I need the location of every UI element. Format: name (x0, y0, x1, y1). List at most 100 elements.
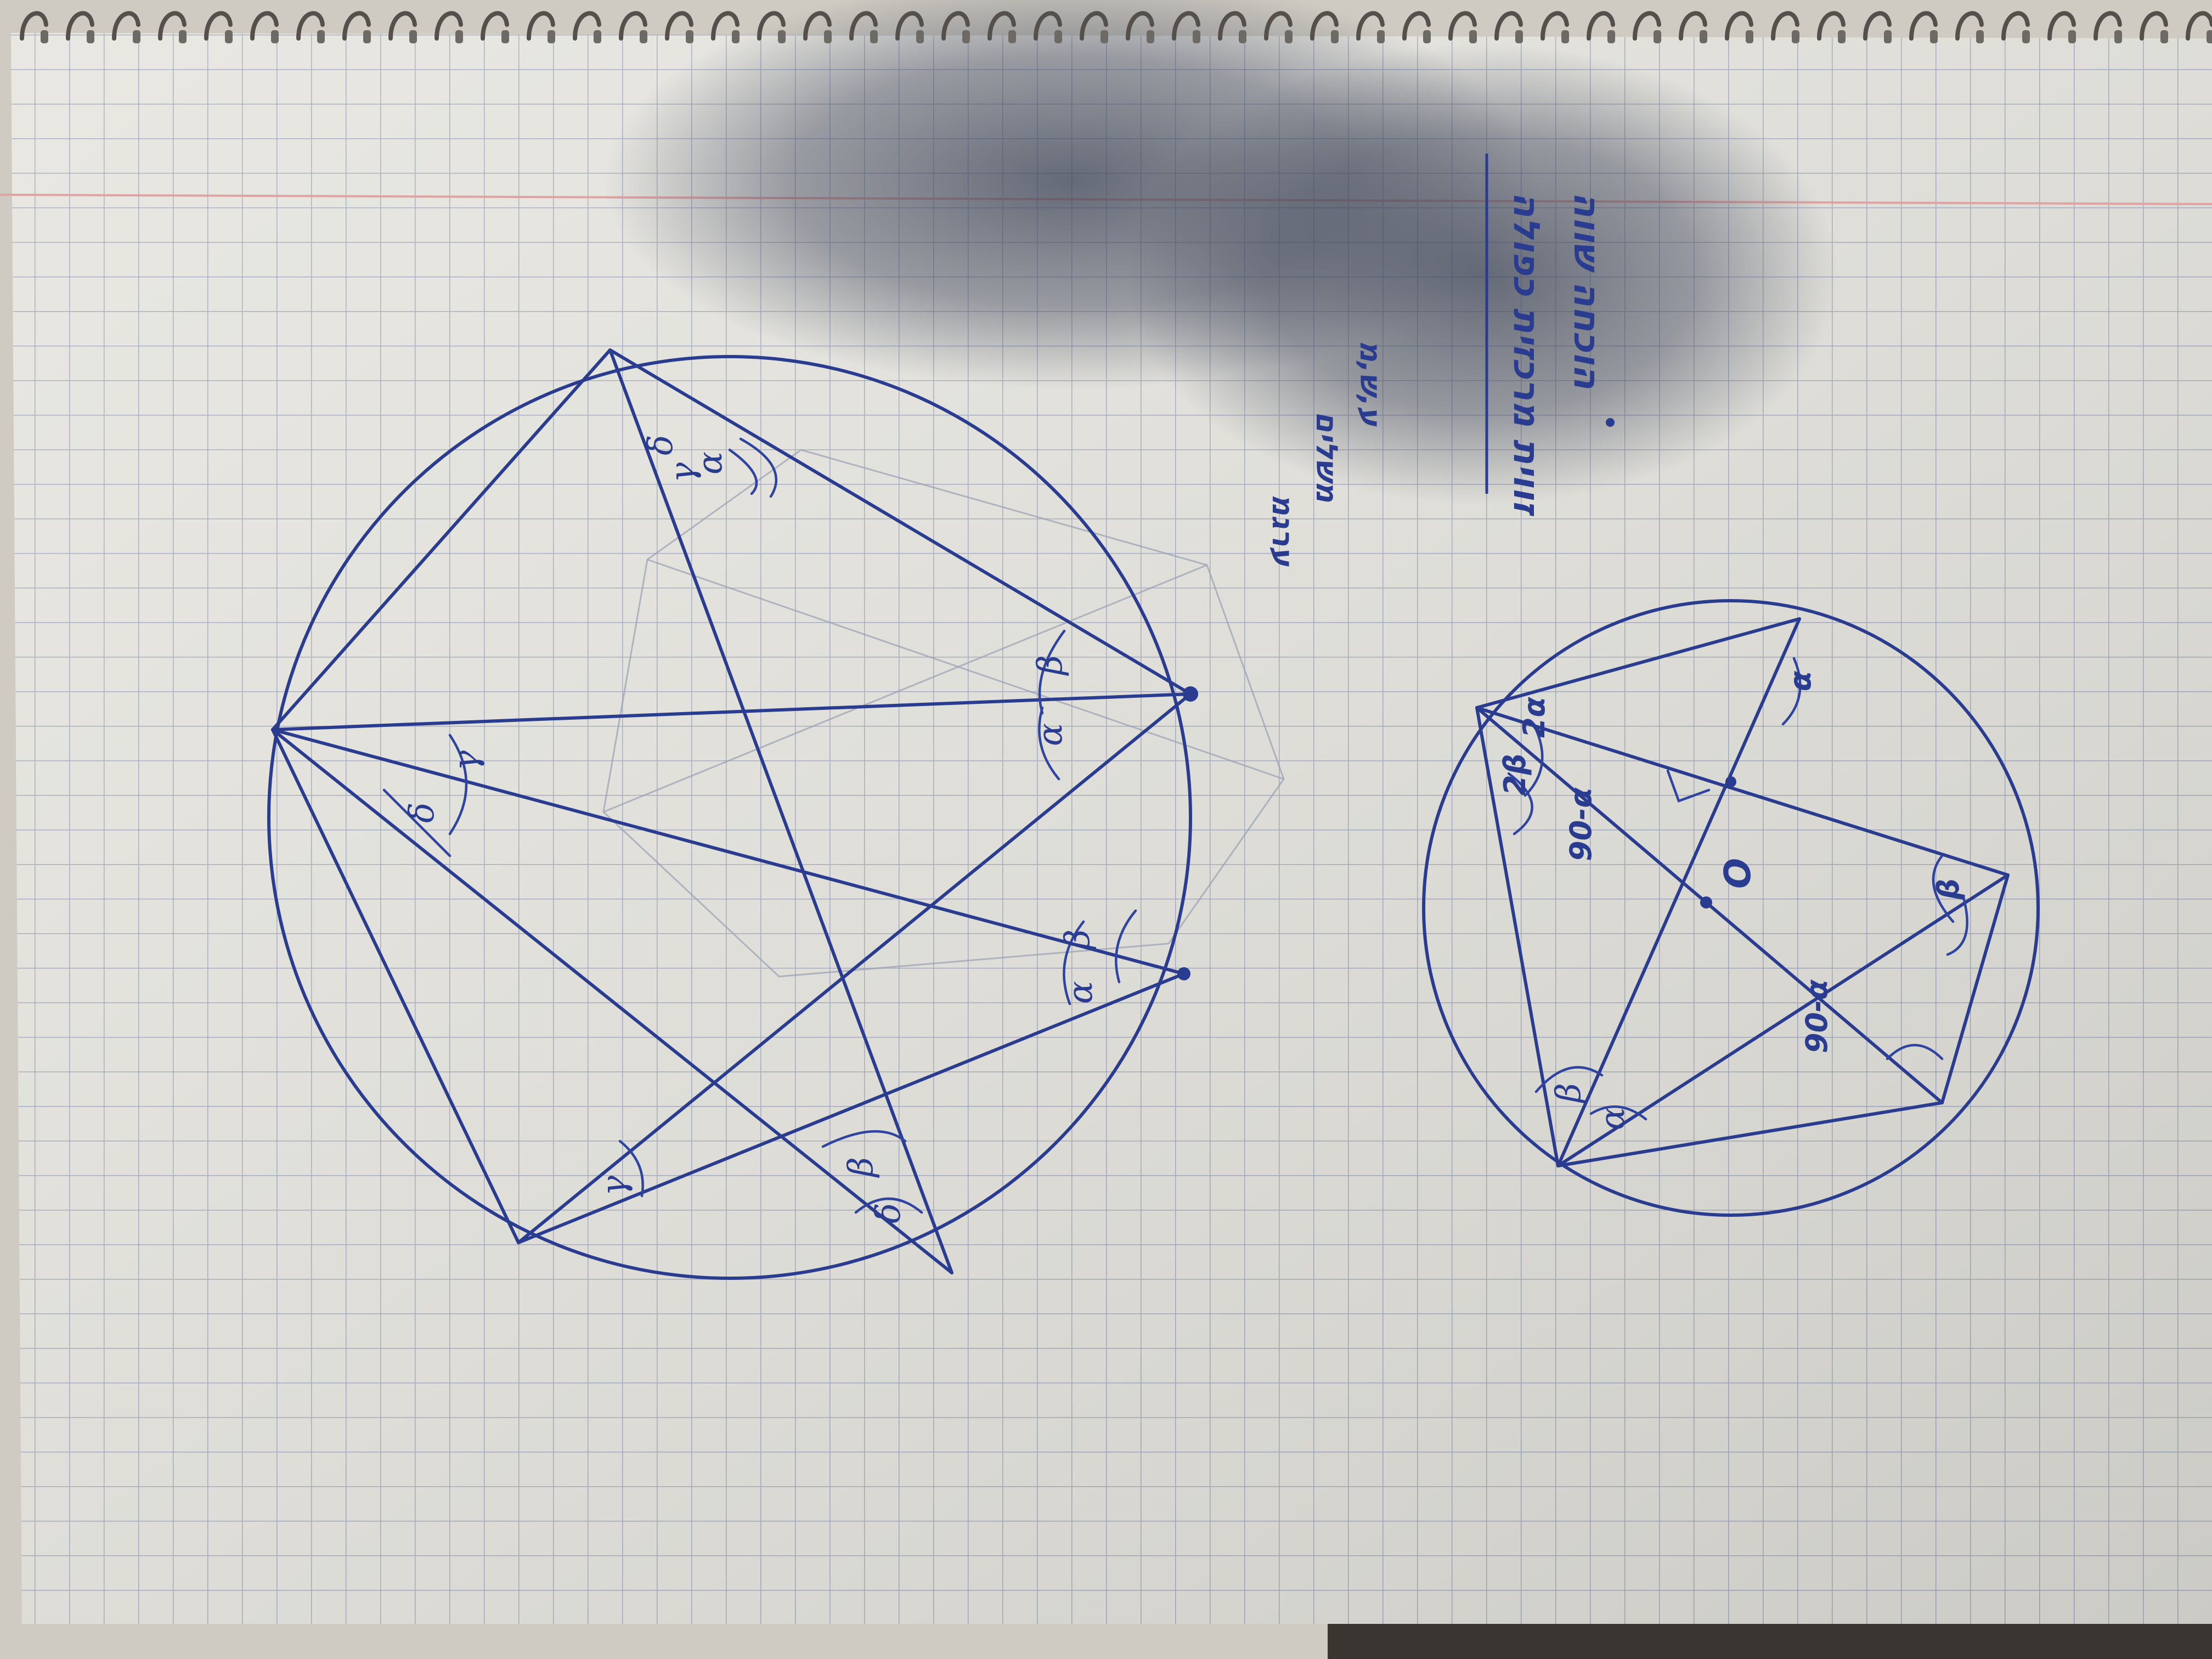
spiral-ring (204, 11, 233, 41)
spiral-ring (1633, 11, 1661, 41)
angle-label: γ (662, 462, 702, 483)
small-circle (1422, 599, 2040, 1217)
spiral-hole (1838, 30, 1846, 43)
spiral-hole (1008, 30, 1016, 43)
angle-label: α (1030, 723, 1070, 746)
spiral-hole (1515, 30, 1523, 43)
angle-label: 90-α (1564, 787, 1598, 861)
note-list-item: ע,ש,מ (1353, 340, 1388, 427)
angle-label: δ (868, 1203, 908, 1223)
spiral-ring (1310, 11, 1339, 41)
spiral-ring (1541, 11, 1569, 41)
angle-label: δ (640, 435, 680, 455)
spiral-hole (87, 30, 94, 43)
angle-label: α (1592, 1107, 1632, 1130)
right-angle-mark (1666, 769, 1711, 803)
spiral-hole (133, 30, 140, 43)
spiral-ring (941, 11, 970, 41)
spiral-hole (1976, 30, 1984, 43)
spiral-hole (1792, 30, 1799, 43)
spiral-ring (481, 11, 509, 41)
angle-label: α (690, 452, 730, 475)
spiral-ring (1679, 11, 1707, 41)
note-title-line2: זווית מרכזית כפולה (1505, 192, 1548, 516)
note-list-item: משלים (1310, 411, 1344, 503)
spiral-ring (2001, 11, 2030, 41)
spiral-ring (250, 11, 279, 41)
spiral-hole (271, 30, 279, 43)
table-edge (1328, 1618, 2212, 1659)
spiral-hole (870, 30, 878, 43)
shadow (1125, 44, 1838, 505)
spiral-ring (2186, 11, 2212, 41)
spiral-ring (1863, 11, 1892, 41)
spiral-ring (1080, 11, 1108, 41)
note-title-line1: הוכחה שווה (1566, 192, 1608, 389)
spiral-hole (824, 30, 832, 43)
spiral-hole (1285, 30, 1293, 43)
spiral-ring (2140, 11, 2168, 41)
vertex-dot (1177, 967, 1190, 980)
spiral-hole (2022, 30, 2030, 43)
spiral-hole (2160, 30, 2168, 43)
angle-label: 2α (1517, 696, 1551, 738)
note-list-item: ערגמ (1266, 494, 1300, 567)
chords (271, 348, 1192, 1274)
spiral-hole (548, 30, 555, 43)
angle-arcs (1507, 657, 1968, 1121)
note-dot (1606, 418, 1615, 427)
spiral-hole (686, 30, 693, 43)
spiral-hole (455, 30, 463, 43)
angle-label: β (840, 1157, 881, 1178)
spiral-ring (849, 11, 878, 41)
spiral-hole (1884, 30, 1892, 43)
angle-label: β (1548, 1083, 1588, 1104)
spiral-hole (778, 30, 786, 43)
spiral-binding (20, 11, 2212, 43)
pencil-line (603, 564, 1207, 813)
spiral-hole (501, 30, 509, 43)
spiral-hole (2114, 30, 2122, 43)
angle-label: β (1030, 655, 1070, 676)
spiral-hole (1193, 30, 1200, 43)
spiral-ring (2094, 11, 2122, 41)
spiral-hole (1746, 30, 1753, 43)
angle-label: β (1057, 929, 1097, 950)
spiral-hole (1469, 30, 1477, 43)
notebook-page (0, 0, 2212, 1624)
spiral-hole (594, 30, 601, 43)
spiral-ring (757, 11, 786, 41)
angle-labels: 2α 2β α β β α 90-α 90-α (1498, 670, 1966, 1130)
spiral-hole (1607, 30, 1615, 43)
spiral-ring (1264, 11, 1293, 41)
spiral-hole (1331, 30, 1339, 43)
spiral-ring (1218, 11, 1246, 41)
spiral-hole (916, 30, 924, 43)
spiral-ring (1817, 11, 1846, 41)
left-figure: α β α β α β γ δ γ δ γ δ (267, 348, 1285, 1280)
angle-label: γ (445, 750, 486, 771)
spiral-ring (1494, 11, 1523, 41)
spiral-ring (112, 11, 140, 41)
spiral-hole (2207, 30, 2212, 43)
angle-label: 2β (1498, 754, 1532, 795)
spiral-ring (435, 11, 463, 41)
handwritten-notes: הוכחה שווה זווית מרכזית כפולה ע,ש,מ משלי… (1266, 154, 1615, 567)
angle-arcs (382, 437, 1137, 1214)
spiral-hole (409, 30, 417, 43)
spiral-ring (296, 11, 325, 41)
spiral-ring (1402, 11, 1431, 41)
spiral-hole (1239, 30, 1246, 43)
spiral-ring (388, 11, 417, 41)
spiral-ring (1172, 11, 1200, 41)
spiral-ring (527, 11, 555, 41)
spiral-hole (1561, 30, 1569, 43)
pencil-line (647, 558, 1284, 780)
angle-label: α (1783, 670, 1818, 691)
spiral-ring (573, 11, 601, 41)
center-dot (1700, 896, 1712, 909)
big-circle (267, 355, 1192, 1280)
spiral-ring (1448, 11, 1477, 41)
spiral-ring (1587, 11, 1615, 41)
